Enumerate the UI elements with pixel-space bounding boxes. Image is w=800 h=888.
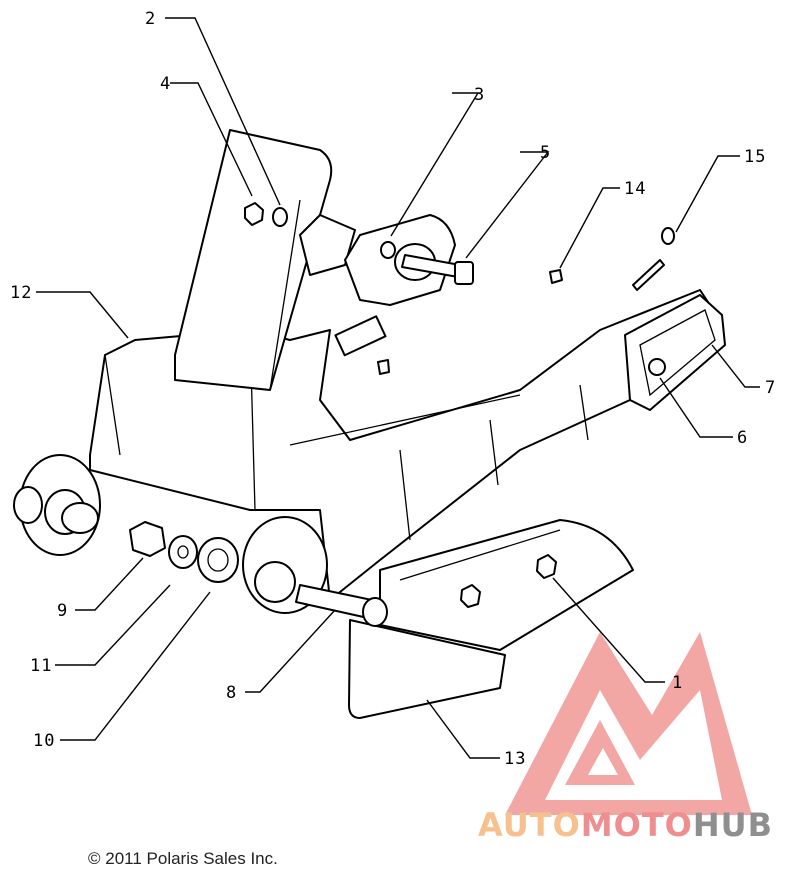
callout-8: 8 [226, 683, 237, 703]
callout-12: 12 [10, 283, 32, 303]
watermark-wordmark: AUTOMOTOHUB [478, 806, 773, 844]
callout-5: 5 [540, 143, 551, 163]
small-hardware-parts [244, 202, 675, 608]
pivot-hardware-parts [13, 486, 239, 583]
watermark-word-hub: HUB [692, 806, 774, 844]
callout-9: 9 [57, 601, 68, 621]
callout-15: 15 [744, 147, 766, 167]
callout-11: 11 [30, 656, 52, 676]
shock-mount-bracket-part [299, 214, 456, 357]
callout-7: 7 [765, 378, 776, 398]
callout-labels: 1 2 3 4 5 6 7 8 9 10 11 12 13 14 15 [10, 9, 776, 769]
callout-10: 10 [33, 731, 55, 751]
watermark-word-auto: AUTO [478, 806, 581, 844]
chain-adjuster-block-part [624, 294, 726, 411]
axle-bolt-part [295, 584, 388, 627]
callout-leaders [36, 17, 760, 759]
watermark-word-moto: MOTO [580, 806, 693, 844]
callout-13: 13 [504, 749, 526, 769]
watermark-logo-icon [505, 632, 752, 815]
callout-1: 1 [672, 673, 683, 693]
callout-2: 2 [145, 9, 156, 29]
callout-3: 3 [474, 85, 485, 105]
bolt-part [401, 254, 474, 285]
callout-6: 6 [737, 428, 748, 448]
copyright-notice: © 2011 Polaris Sales Inc. [88, 849, 278, 868]
mud-flap-part [348, 519, 634, 719]
upright-bracket-part [174, 129, 333, 391]
callout-14: 14 [624, 179, 646, 199]
callout-4: 4 [160, 74, 171, 94]
